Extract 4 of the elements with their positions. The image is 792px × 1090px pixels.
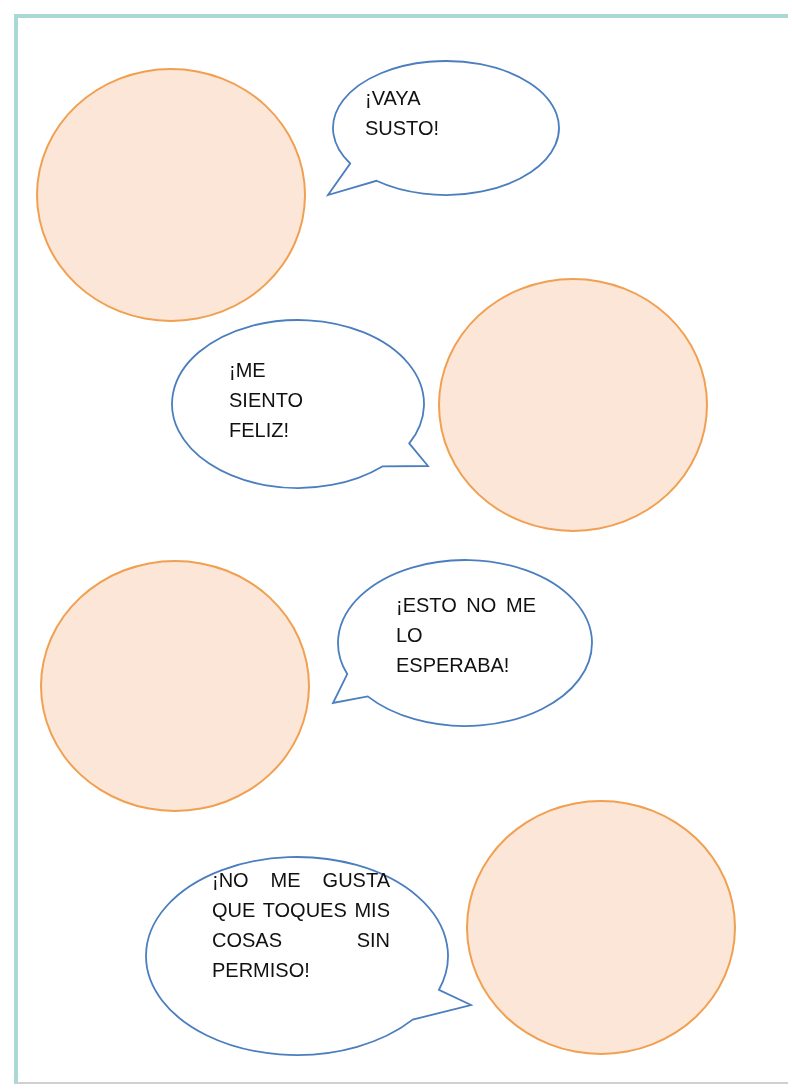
speech-text: ¡ESTO NO ME LO ESPERABA!: [396, 593, 536, 678]
speech-text: ¡ME SIENTO FELIZ!: [229, 358, 305, 443]
speech-text: ¡VAYA SUSTO!: [365, 86, 441, 141]
speech-text: ¡NO ME GUSTA QUE TOQUES MIS COSAS SIN PERMISO!: [212, 868, 390, 983]
